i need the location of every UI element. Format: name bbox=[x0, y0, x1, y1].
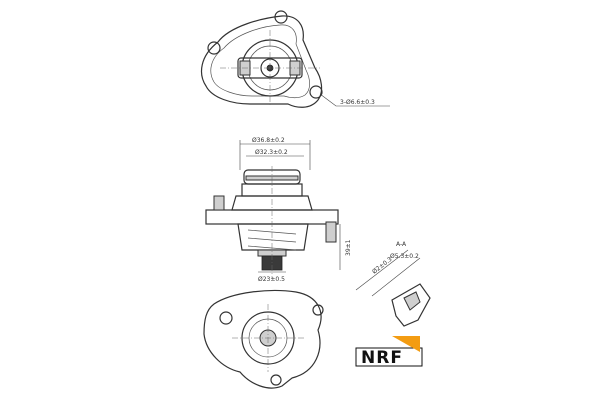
section-part bbox=[391, 283, 431, 327]
holes-dimension: 3-Ø6.6±0.3 bbox=[340, 99, 375, 106]
height-label: 39±1 bbox=[345, 239, 352, 256]
top-bolt-hole-left bbox=[207, 41, 221, 55]
bottom-bolt-hole-bottom bbox=[270, 374, 282, 386]
bottom-bolt-hole-right bbox=[312, 304, 324, 316]
top-view: 3-Ø6.6±0.3 bbox=[200, 10, 390, 108]
holes-leader bbox=[319, 93, 390, 107]
flange-boss-right bbox=[325, 221, 337, 243]
bottom-flange-outline bbox=[203, 289, 322, 389]
section-hatch bbox=[403, 291, 421, 311]
section-label: A-A bbox=[396, 241, 407, 248]
top-flange-outline bbox=[200, 15, 323, 108]
logo-text: NRF bbox=[361, 348, 403, 368]
bottom-view bbox=[203, 289, 324, 389]
section-detail: A-A Ø2±0.3 Ø5.3±0.2 bbox=[355, 241, 431, 327]
flange-boss-left bbox=[213, 195, 225, 211]
top-bolt-hole-top bbox=[274, 10, 288, 24]
bottom-bolt-hole-left bbox=[219, 311, 233, 325]
logo-accent-shape bbox=[392, 336, 420, 352]
bottom-dia-label: Ø23±0.5 bbox=[258, 276, 285, 283]
section-dimline-2 bbox=[371, 257, 421, 297]
outer-dia-label: Ø36.8±0.2 bbox=[252, 137, 285, 144]
inner-dia-label: Ø32.3±0.2 bbox=[255, 149, 288, 156]
valve-body bbox=[237, 223, 309, 251]
top-bolt-hole-right bbox=[309, 85, 323, 99]
small-dia-label: Ø5.3±0.2 bbox=[390, 253, 419, 260]
section-dimline-1 bbox=[355, 249, 409, 291]
nrf-logo: NRF bbox=[355, 336, 423, 368]
side-view: Ø36.8±0.2 Ø32.3±0.2 39±1 Ø23±0.5 bbox=[205, 137, 352, 283]
top-gasket bbox=[210, 24, 310, 99]
logo-box bbox=[355, 347, 423, 367]
